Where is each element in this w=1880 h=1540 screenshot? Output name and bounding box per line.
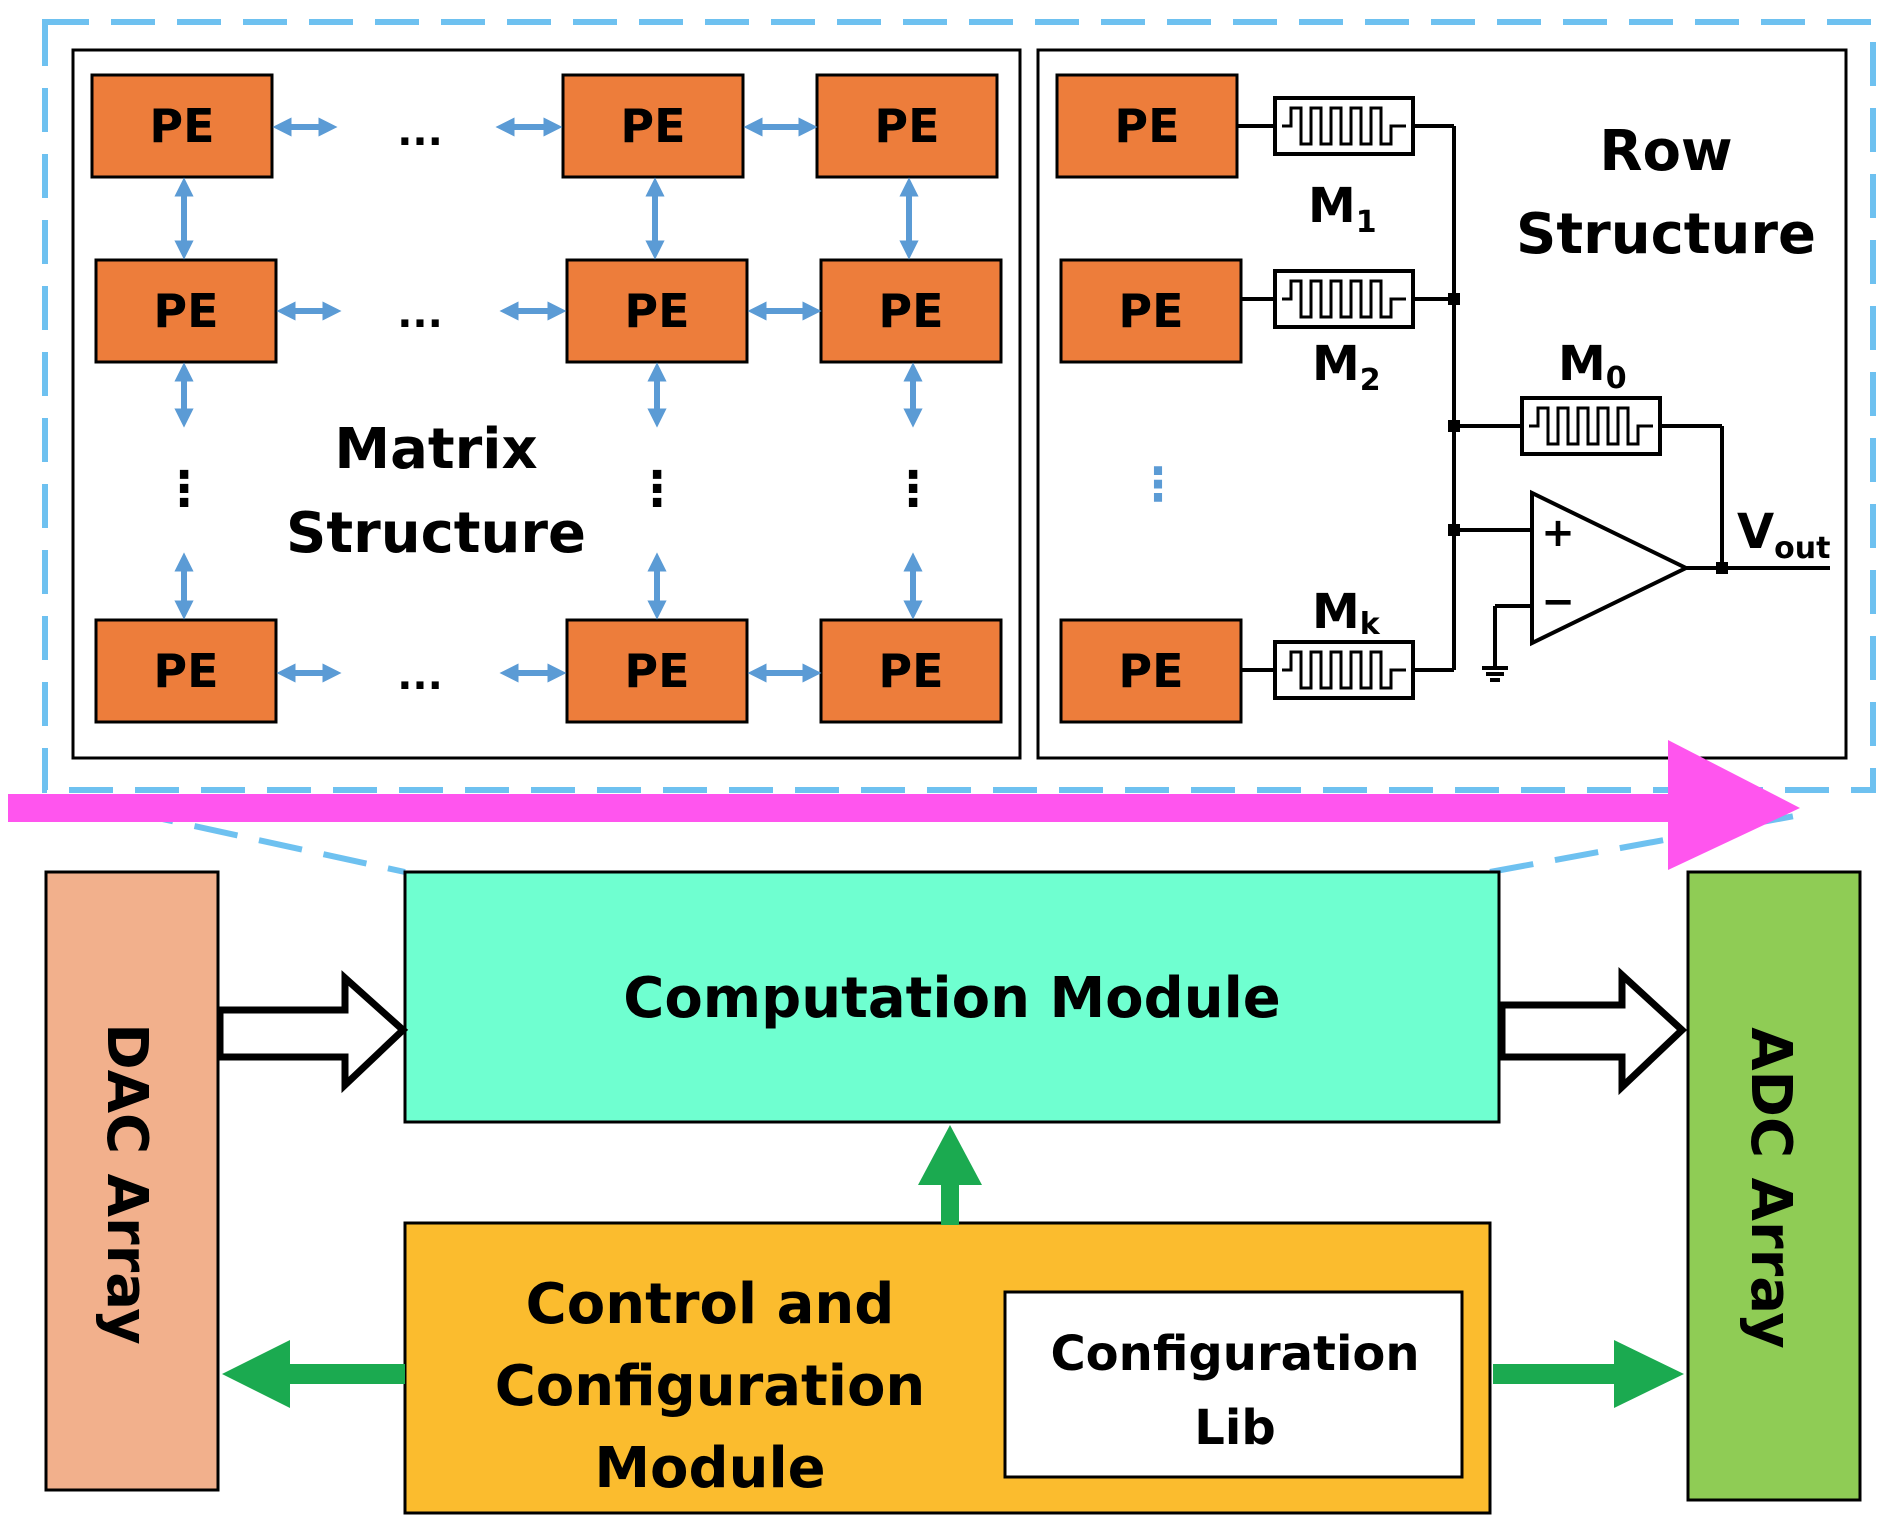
pe-block <box>1059 258 1243 364</box>
pe-label: PE <box>878 284 943 338</box>
pe-block <box>561 73 745 179</box>
pe-label: PE <box>153 284 218 338</box>
configuration-lib-line2: Lib <box>1194 1400 1275 1456</box>
configuration-lib-block <box>1003 1290 1464 1479</box>
pe-label: PE <box>878 644 943 698</box>
computation-to-adc-arrow <box>1498 967 1688 1096</box>
adc-array-block <box>1686 870 1862 1502</box>
pe-label: PE <box>153 644 218 698</box>
pe-block <box>94 258 278 364</box>
horizontal-bidir-arrows <box>272 117 822 683</box>
label-m0: M0 <box>1558 336 1627 396</box>
adc-array-label: ADC Array <box>1738 1027 1803 1349</box>
matrix-title-line2: Structure <box>286 501 586 566</box>
computation-module-label: Computation Module <box>623 966 1281 1031</box>
dac-to-computation-arrow <box>216 970 409 1094</box>
h-ellipsis: ... <box>397 291 443 337</box>
vertical-bidir-arrows <box>174 177 923 620</box>
row-v-ellipsis: ⋮ <box>1135 457 1181 511</box>
green-control-arrows <box>222 1125 1684 1408</box>
pe-label: PE <box>874 99 939 153</box>
v-ellipsis: ⋮ <box>889 461 937 517</box>
junction-dots <box>1448 293 1728 574</box>
opamp-plus: + <box>1541 510 1575 556</box>
h-ellipsis: ... <box>397 653 443 699</box>
control-module-line1: Control and <box>526 1272 895 1337</box>
pe-block <box>815 73 999 179</box>
opamp-triangle <box>1530 489 1691 647</box>
v-ellipsis: ⋮ <box>160 461 208 517</box>
memristor-m2 <box>1273 269 1415 329</box>
label-m2: M2 <box>1312 336 1381 398</box>
control-module-line2: Configuration <box>495 1354 926 1419</box>
pe-label: PE <box>149 99 214 153</box>
v-ellipsis: ⋮ <box>633 461 681 517</box>
magenta-flow-arrow <box>8 740 1800 870</box>
pe-block <box>819 258 1003 364</box>
label-mk: Mk <box>1312 584 1381 642</box>
row-title-line1: Row <box>1599 119 1732 184</box>
pe-label: PE <box>1118 644 1183 698</box>
dac-array-block <box>44 870 220 1492</box>
memristor-m0 <box>1520 396 1662 456</box>
dac-array-label: DAC Array <box>94 1023 159 1345</box>
pe-label: PE <box>624 284 689 338</box>
h-ellipsis: ... <box>397 109 443 155</box>
row-circuit-wires <box>1237 124 1830 682</box>
opamp-minus: − <box>1541 579 1575 625</box>
pe-label: PE <box>1114 99 1179 153</box>
pe-label: PE <box>624 644 689 698</box>
pe-label: PE <box>1118 284 1183 338</box>
zoom-connector-left <box>129 809 406 875</box>
label-m1: M1 <box>1308 178 1377 240</box>
matrix-title-line1: Matrix <box>334 417 537 482</box>
control-module-line3: Module <box>594 1436 825 1501</box>
pe-block <box>565 258 749 364</box>
zoom-connector-right <box>1489 812 1801 875</box>
pe-label: PE <box>620 99 685 153</box>
row-title-line2: Structure <box>1516 202 1816 267</box>
computation-module-block <box>403 870 1501 1124</box>
pe-block <box>94 618 278 724</box>
configuration-lib-line1: Configuration <box>1050 1326 1419 1382</box>
dashed-zoom-border <box>42 19 1876 793</box>
memristor-m1 <box>1273 96 1415 156</box>
pe-block <box>1055 73 1239 179</box>
pe-block <box>1059 618 1243 724</box>
pe-block <box>819 618 1003 724</box>
pe-block <box>565 618 749 724</box>
label-vout: Vout <box>1737 504 1830 566</box>
pe-block <box>90 73 274 179</box>
memristor-mk <box>1273 640 1415 700</box>
